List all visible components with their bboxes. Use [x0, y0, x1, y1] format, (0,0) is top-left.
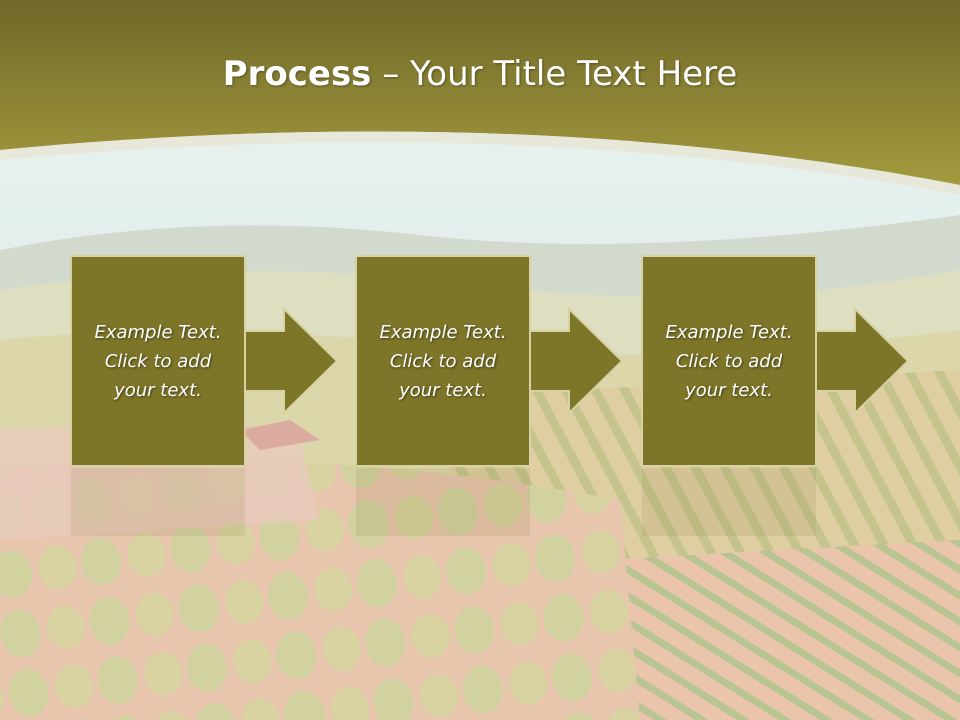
step-1-text[interactable]: Example Text. Click to add your text.: [71, 256, 245, 466]
process-step-3[interactable]: Example Text. Click to add your text.: [641, 255, 910, 536]
process-step-2[interactable]: Example Text. Click to add your text.: [355, 255, 624, 536]
step-1-shape: [70, 255, 339, 536]
step-1-line-3: your text.: [114, 379, 202, 401]
step-2-line-3: your text.: [399, 379, 487, 401]
step-2-line-2: Click to add: [389, 350, 497, 372]
step-1-line-2: Click to add: [104, 350, 212, 372]
step-2-shape: [355, 255, 624, 536]
title-bold-part: Process: [222, 54, 372, 94]
step-3-line-2: Click to add: [675, 350, 783, 372]
step-2-text[interactable]: Example Text. Click to add your text.: [356, 256, 530, 466]
step-3-line-1: Example Text.: [665, 321, 793, 343]
step-3-shape: [641, 255, 910, 536]
slide-title: Process – Your Title Text Here: [0, 52, 960, 96]
step-1-line-1: Example Text.: [94, 321, 222, 343]
title-rest-part: – Your Title Text Here: [371, 54, 738, 94]
step-3-text[interactable]: Example Text. Click to add your text.: [642, 256, 816, 466]
step-3-line-3: your text.: [685, 379, 773, 401]
step-2-line-1: Example Text.: [379, 321, 507, 343]
process-step-1[interactable]: Example Text. Click to add your text.: [70, 255, 339, 536]
